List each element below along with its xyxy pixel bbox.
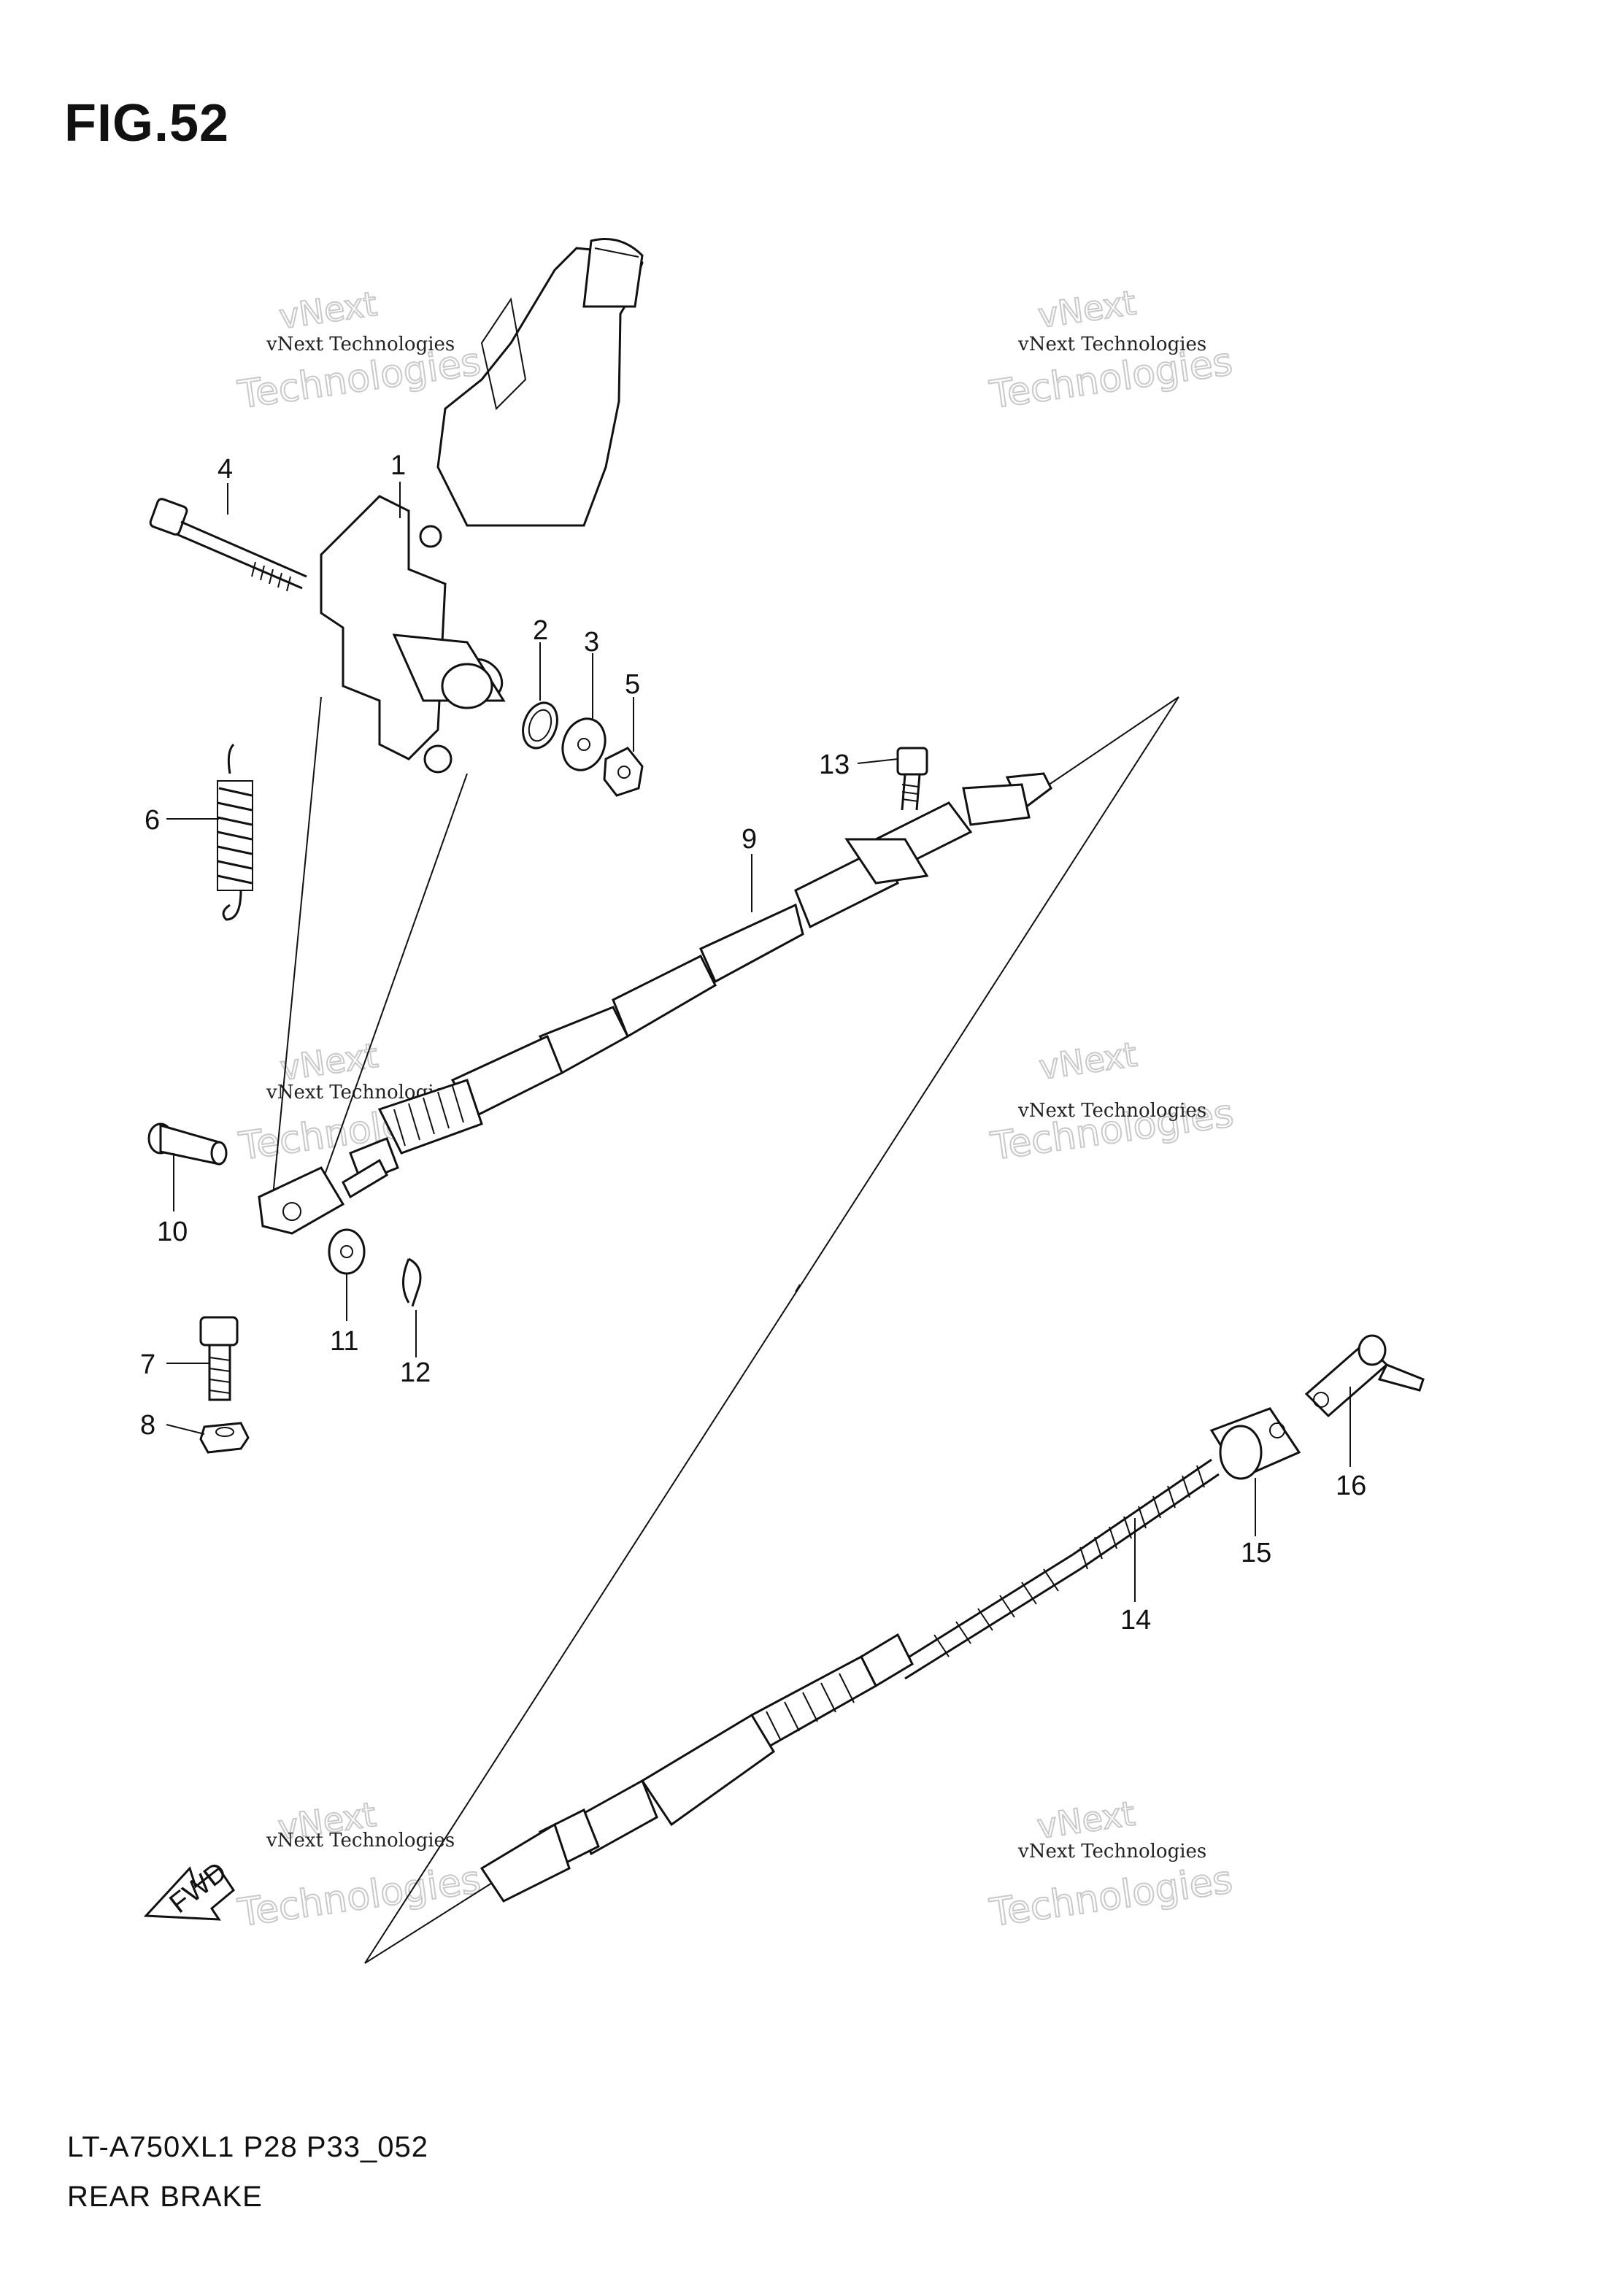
bolt-part-13 [896, 747, 928, 811]
assembly-guide-lines [269, 696, 1179, 1964]
callout-10: 10 [157, 1217, 188, 1247]
callout-6: 6 [145, 805, 160, 836]
callout-11: 11 [330, 1326, 358, 1357]
watermark-caption: vNext Technologies [266, 1830, 455, 1852]
figure-title: FIG.52 [64, 94, 230, 153]
pin-part-15 [1209, 1407, 1301, 1480]
callout-13: 13 [819, 750, 850, 780]
return-spring-part-6 [217, 743, 253, 921]
watermark-caption: vNext Technologies [1017, 334, 1206, 355]
watermark-vnext: vNext [1036, 282, 1139, 335]
cable-clevis [258, 1158, 388, 1235]
brake-cable-part-14 [480, 1458, 1220, 1903]
callout-15: 15 [1241, 1538, 1271, 1568]
callout-labels: 1 2 3 4 5 6 7 8 9 10 11 12 13 14 15 16 [140, 450, 1366, 1636]
clip-part-12 [402, 1257, 422, 1307]
watermark-caption: vNext Technologies [1017, 1841, 1206, 1862]
watermark-caption: vNext Technologies [266, 334, 455, 355]
callout-9: 9 [742, 824, 757, 855]
callout-7: 7 [140, 1349, 155, 1380]
watermark-vnext: vNext [1036, 1034, 1139, 1087]
washer-part-3 [561, 717, 607, 771]
section-name: REAR BRAKE [67, 2181, 263, 2213]
watermark-technologies: Technologies [235, 1858, 483, 1935]
nut-part-8 [199, 1422, 250, 1454]
callout-5: 5 [625, 669, 640, 700]
watermark-vnext: vNext [1035, 1794, 1138, 1846]
callout-leaders [166, 482, 1351, 1602]
callout-8: 8 [140, 1410, 155, 1441]
watermark-vnext: vNext [277, 284, 380, 336]
callout-1: 1 [390, 450, 406, 481]
callout-3: 3 [584, 627, 599, 658]
washer-part-2 [522, 701, 558, 750]
cable-joint-part-16 [1304, 1334, 1425, 1418]
callout-2: 2 [533, 615, 548, 646]
watermark-mid-right: vNext Technologies [987, 1033, 1237, 1169]
nut-part-5 [603, 747, 644, 797]
callout-14: 14 [1120, 1605, 1151, 1636]
brake-cable-part-9 [349, 772, 1052, 1184]
washer-part-11 [328, 1228, 366, 1275]
watermark-technologies: Technologies [987, 1858, 1235, 1935]
bolt-part-4 [149, 498, 307, 592]
callout-4: 4 [217, 454, 233, 485]
callout-16: 16 [1336, 1471, 1366, 1501]
watermark-caption: vNext Technologies [1017, 1100, 1206, 1122]
brake-pedal-part-1 [320, 238, 644, 774]
callout-12: 12 [400, 1357, 431, 1388]
forward-direction-arrow: FWD [143, 1857, 235, 1921]
clevis-pin-part-10 [147, 1122, 228, 1166]
model-code: LT-A750XL1 P28 P33_052 [67, 2131, 428, 2163]
bolt-part-7 [199, 1316, 239, 1401]
